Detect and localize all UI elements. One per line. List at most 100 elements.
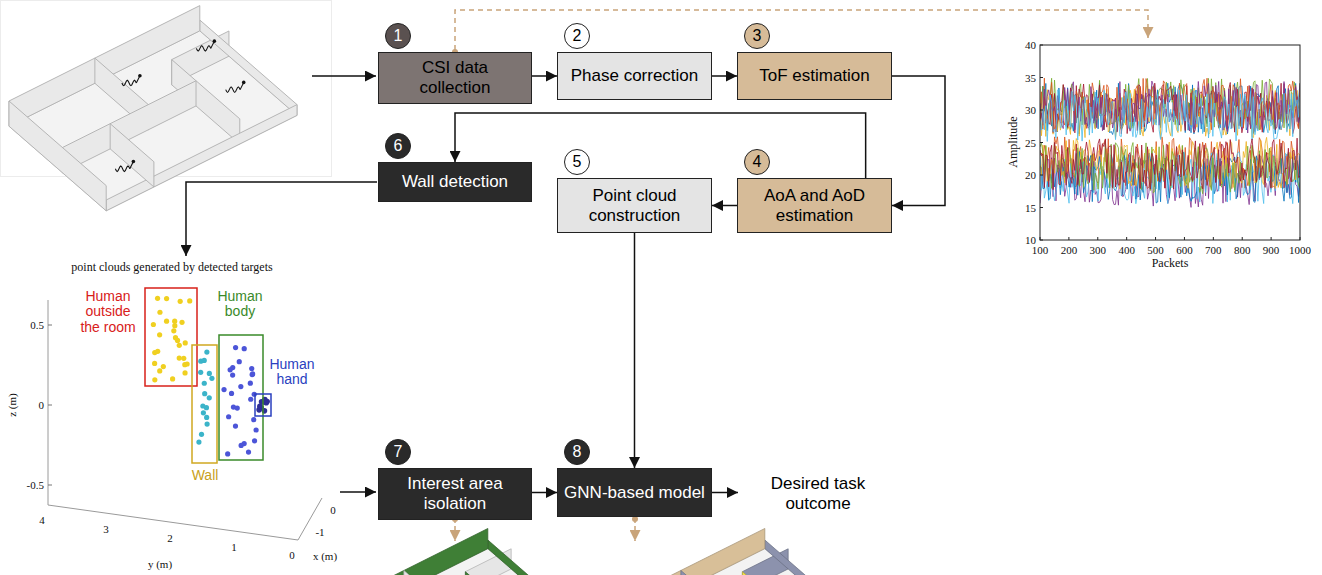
cloud-point [200, 403, 205, 408]
cloud-point [196, 440, 201, 445]
axis-tick [1040, 77, 1043, 78]
axis-tick [48, 405, 52, 406]
chart-axis-label: 40 [1025, 39, 1036, 51]
cloud-point [235, 405, 240, 410]
target-label: Human hand [267, 357, 317, 388]
plot-axis-label: 0.5 [30, 319, 44, 331]
floor [9, 31, 297, 211]
flow-arrow [712, 205, 737, 207]
process-box: 2Phase correction [557, 52, 712, 100]
cloud-point [225, 451, 230, 456]
plot-axis-label: 0 [289, 549, 295, 561]
target-box [219, 335, 263, 460]
cloud-point [250, 372, 255, 377]
wall [9, 101, 106, 211]
amplitude-chart [1040, 45, 1300, 240]
step-label: Desired task outcome [744, 474, 892, 513]
plot-axis-label: 0 [330, 504, 336, 516]
flow-arrow [892, 76, 945, 206]
cloud-point [151, 322, 156, 327]
chart-axis-label: 100 [1032, 244, 1049, 256]
plot-axis [48, 505, 298, 540]
axis-tick [1040, 175, 1043, 176]
cloud-point [182, 362, 187, 367]
signal-trace [1040, 142, 1300, 193]
process-box: 4AoA and AoD estimation [737, 178, 892, 233]
process-box: 7Interest area isolation [378, 468, 532, 520]
floorplan-render [9, 6, 297, 211]
step-label: Point cloud construction [564, 186, 705, 225]
axis-tick [1040, 207, 1043, 208]
process-box: 1CSI data collection [378, 52, 532, 104]
cloud-point [161, 364, 166, 369]
cloud-point [237, 359, 242, 364]
chart-axis-label: 200 [1061, 244, 1078, 256]
target-box [145, 288, 197, 386]
chart-axis-label: 700 [1205, 244, 1222, 256]
cloud-point [239, 443, 244, 448]
cloud-point [230, 372, 235, 377]
output-arrow [186, 182, 377, 256]
floorplan-render [335, 528, 565, 575]
chart-axis-label: 500 [1147, 244, 1164, 256]
cloud-point [155, 296, 160, 301]
step-number: 8 [564, 439, 590, 465]
axis-tick [1040, 142, 1043, 143]
step-label: Wall detection [402, 172, 508, 192]
cloud-point [204, 349, 209, 354]
chart-axis-label: 1000 [1289, 244, 1311, 256]
step-label: GNN-based model [564, 483, 705, 503]
wall [110, 124, 154, 187]
axis-tick [1300, 237, 1301, 240]
chart-axis-label: 15 [1025, 201, 1036, 213]
antenna-symbol [122, 74, 142, 86]
cloud-point [202, 358, 207, 363]
dashed-callout [455, 10, 1148, 50]
cloud-point [251, 417, 256, 422]
step-label: ToF estimation [759, 66, 870, 86]
chart-axis-label: Packets [1152, 257, 1189, 270]
wall [488, 540, 566, 575]
cloud-point [181, 356, 186, 361]
plot-axis-label: 0 [39, 399, 45, 411]
cloud-point [152, 361, 157, 366]
process-box: 5Point cloud construction [557, 178, 712, 233]
chart-axis-label: 300 [1090, 244, 1107, 256]
signal-trace [1040, 78, 1300, 130]
plot-axis-label: 4 [39, 514, 45, 526]
step-label: AoA and AoD estimation [744, 186, 885, 225]
cloud-point [233, 423, 238, 428]
cloud-point [183, 340, 188, 345]
cloud-point [248, 381, 253, 386]
cloud-point [201, 410, 206, 415]
cloud-point [263, 400, 269, 406]
axis-tick [1126, 237, 1127, 240]
cloud-point [229, 391, 234, 396]
cloud-point [157, 310, 162, 315]
cloud-point [226, 414, 231, 419]
target-label: Wall [192, 468, 219, 483]
plot-axis-label: -1 [315, 526, 324, 538]
cloud-point [171, 328, 176, 333]
plot-axis-label: 2 [167, 532, 173, 544]
cloud-point [238, 384, 243, 389]
cloud-point [170, 376, 175, 381]
cloud-point [209, 376, 214, 381]
cloud-point [221, 387, 226, 392]
cloud-point [187, 298, 192, 303]
axis-tick [1155, 237, 1156, 240]
step-label: CSI data collection [385, 58, 525, 97]
wall [106, 105, 297, 211]
cloud-point [177, 343, 182, 348]
cloud-point [177, 355, 182, 360]
cloud-point [248, 397, 253, 402]
flow-arrow [712, 492, 738, 494]
chart-axis-label: Amplitude [1007, 116, 1020, 167]
axis-tick [48, 325, 52, 326]
dashed-callout [634, 519, 636, 541]
axis-tick [1184, 237, 1185, 240]
step-number: 5 [564, 149, 590, 175]
wall [742, 572, 796, 575]
chart-axis-label: 900 [1263, 244, 1280, 256]
